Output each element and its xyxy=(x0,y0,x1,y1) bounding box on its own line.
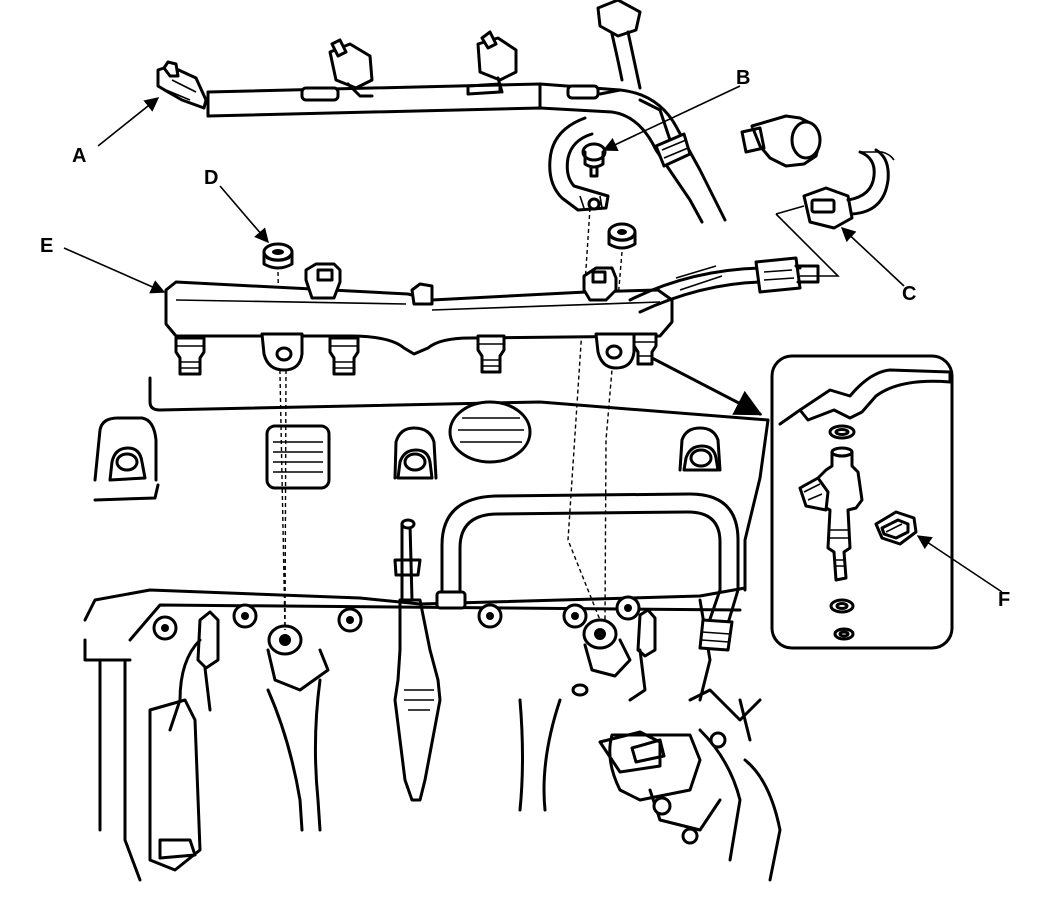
callout-labels: A B C D E F xyxy=(40,67,1010,611)
arrow-f xyxy=(916,535,1003,593)
label-f: F xyxy=(998,589,1010,611)
arrow-detail xyxy=(650,356,763,416)
callout-arrows xyxy=(63,85,1003,593)
intake-manifold xyxy=(83,376,782,882)
injector-wire-harness xyxy=(156,0,727,224)
bolt-b xyxy=(581,142,607,178)
connector-c xyxy=(740,114,895,277)
label-b: B xyxy=(736,67,750,89)
arrow-e xyxy=(63,247,166,294)
injector-detail-inset xyxy=(770,354,954,650)
arrow-d xyxy=(219,185,269,244)
arrow-b xyxy=(602,85,741,151)
label-a: A xyxy=(72,145,86,167)
arrow-a xyxy=(97,97,160,147)
arrow-c xyxy=(840,227,905,287)
label-c: C xyxy=(902,283,916,305)
label-e: E xyxy=(40,235,53,257)
cushion-ring-d xyxy=(262,222,637,270)
label-d: D xyxy=(204,167,218,189)
fuel-rail-e xyxy=(164,256,820,376)
fuel-hose-loop xyxy=(435,492,740,652)
